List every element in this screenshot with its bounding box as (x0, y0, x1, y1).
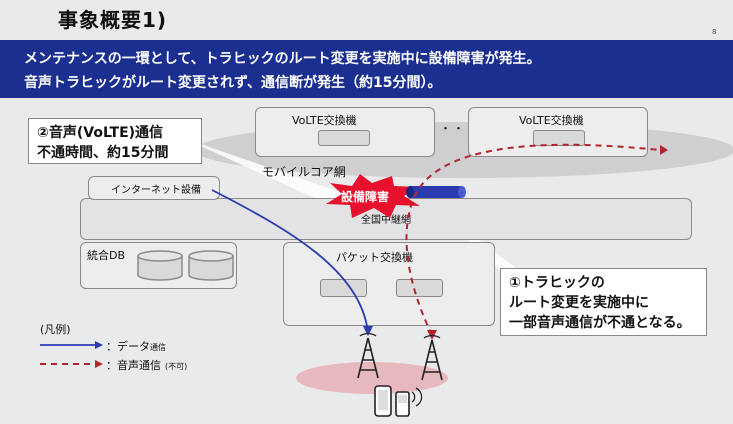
ellipsis: ・・・ (440, 122, 479, 135)
integrated-db-label: 統合DB (87, 249, 126, 262)
legend-voice-label: ：音声通信 (不可) (106, 357, 187, 373)
banner-line-1: メンテナンスの一環として、トラヒックのルート変更を実施中に設備障害が発生。 (24, 51, 541, 67)
summary-banner: メンテナンスの一環として、トラヒックのルート変更を実施中に設備障害が発生。 音声… (0, 40, 733, 98)
packet-switch: パケット交換機 (283, 242, 495, 326)
legend-data-suffix: 通信 (150, 343, 166, 352)
mobile-core-label: モバイルコア網 (262, 165, 346, 179)
radio-tower-right-icon (421, 335, 443, 381)
signal-wave-icon (411, 387, 423, 407)
voice-outage-callout-line-1: ②音声(VoLTE)通信 (37, 125, 164, 141)
voice-outage-callout-line-2: 不通時間、約15分間 (37, 145, 169, 161)
page-number: 8 (712, 28, 717, 36)
voice-route-arrowhead-top (660, 145, 668, 155)
db-cylinder-1 (137, 250, 183, 281)
volte-switch-right-unit (533, 130, 585, 146)
internet-equipment-label: インターネット設備 (111, 185, 201, 196)
volte-switch-right-label: VoLTE交換機 (519, 114, 584, 127)
volte-switch-left-label: VoLTE交換機 (292, 114, 357, 127)
route-change-callout-line-2: ルート変更を実施中に (509, 295, 649, 311)
radio-tower-left-icon (357, 333, 379, 379)
voice-outage-callout: ②音声(VoLTE)通信 不通時間、約15分間 (28, 118, 202, 164)
packet-switch-unit-2 (396, 279, 443, 297)
fault-label: 設備障害 (341, 190, 390, 204)
legend-data-label: ：データ通信 (106, 338, 166, 354)
banner-line-2: 音声トラヒックがルート変更されず、通信断が発生（約15分間）。 (24, 75, 442, 91)
db-cylinder-2 (188, 250, 234, 281)
fault-cable (406, 186, 466, 198)
smartphone-icon (374, 385, 392, 417)
backbone-label: 全国中継網 (361, 215, 411, 226)
data-route-line (211, 189, 369, 333)
volte-switch-left-unit (318, 130, 370, 146)
legend-voice-text: ：音声通信 (106, 359, 161, 372)
legend-data-arrowhead (95, 341, 103, 349)
legend-heading: (凡例) (40, 323, 71, 336)
internet-equipment: インターネット設備 (88, 176, 220, 200)
route-change-callout-line-3: 一部音声通信が不通となる。 (509, 315, 691, 331)
legend-voice-suffix: (不可) (165, 362, 188, 371)
volte-switch-left: VoLTE交換機 (255, 107, 435, 157)
route-change-callout-line-1: ①トラヒックの (509, 275, 605, 291)
packet-switch-label: パケット交換機 (336, 251, 413, 264)
tower-ground (296, 362, 448, 394)
fault-beam-left (183, 138, 340, 205)
voice-route-line (405, 143, 661, 336)
fault-starburst (326, 174, 420, 218)
route-change-callout: ①トラヒックの ルート変更を実施中に 一部音声通信が不通となる。 (500, 268, 707, 336)
feature-phone-icon (395, 391, 410, 417)
legend-voice-arrowhead (95, 360, 103, 368)
legend-data-text: ：データ (106, 340, 150, 353)
data-route-arrowhead (363, 326, 373, 336)
slide-title: 事象概要1) (58, 8, 168, 32)
